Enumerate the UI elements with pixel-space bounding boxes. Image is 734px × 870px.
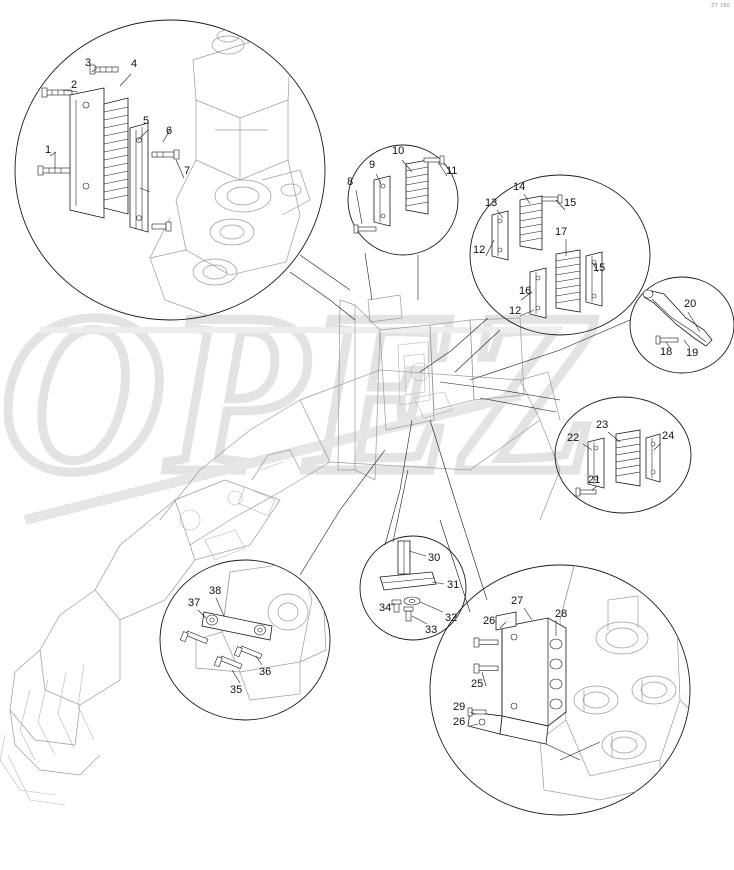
callout-17: 17 bbox=[555, 226, 568, 238]
part-35-bolt bbox=[213, 655, 243, 669]
part-28-bracket bbox=[467, 617, 567, 745]
watermark: OPEZ bbox=[0, 261, 605, 525]
callout-27: 27 bbox=[511, 595, 524, 607]
callout-36: 36 bbox=[259, 666, 272, 678]
bubble-bracket-big bbox=[429, 564, 691, 816]
bubble-small-center bbox=[347, 144, 459, 256]
part-31-plate bbox=[379, 571, 437, 591]
callout-7: 7 bbox=[184, 165, 191, 177]
part-38-link-bar bbox=[201, 611, 273, 641]
callout-26-upper: 26 bbox=[483, 615, 496, 627]
callout-34: 34 bbox=[379, 602, 392, 614]
part-32-washer bbox=[403, 596, 421, 606]
part-30-post bbox=[397, 540, 411, 575]
callout-28: 28 bbox=[555, 608, 568, 620]
part-5-ribbed-block bbox=[103, 97, 129, 215]
callout-21: 21 bbox=[588, 474, 601, 486]
part-34-bolt bbox=[391, 599, 402, 613]
callout-1: 1 bbox=[45, 144, 52, 156]
part-36-bolt bbox=[233, 645, 263, 659]
callout-35: 35 bbox=[230, 684, 243, 696]
callout-37: 37 bbox=[188, 597, 201, 609]
leader-lines bbox=[289, 252, 631, 613]
part-21-bolt bbox=[575, 487, 597, 497]
callout-32: 32 bbox=[445, 612, 458, 624]
callout-15-upper: 15 bbox=[564, 197, 577, 209]
part-4-plate bbox=[69, 87, 105, 219]
callout-18: 18 bbox=[660, 346, 673, 358]
part-13-plate bbox=[491, 210, 509, 261]
part-7-bolt bbox=[151, 149, 180, 232]
machine-ghost-outline bbox=[0, 294, 561, 806]
part-20-bent-tube bbox=[642, 289, 713, 347]
part-33-bolt bbox=[403, 606, 414, 622]
callout-4: 4 bbox=[131, 58, 138, 70]
callout-12-upper: 12 bbox=[473, 244, 486, 256]
callout-9: 9 bbox=[369, 159, 376, 171]
callout-6: 6 bbox=[166, 125, 173, 137]
callout-13: 13 bbox=[485, 197, 498, 209]
callout-19: 19 bbox=[686, 347, 699, 359]
callout-2: 2 bbox=[71, 79, 78, 91]
part-26-bolt-upper bbox=[473, 637, 499, 648]
part-22-plate bbox=[587, 437, 605, 489]
callout-26-lower: 26 bbox=[453, 716, 466, 728]
part-16-plate bbox=[529, 267, 547, 319]
callout-23: 23 bbox=[596, 419, 609, 431]
part-15-bolt-upper bbox=[541, 194, 563, 204]
part-14-ribbed-block bbox=[519, 195, 543, 251]
part-6-plate bbox=[129, 122, 149, 233]
callout-11: 11 bbox=[446, 165, 458, 177]
callout-14: 14 bbox=[513, 181, 526, 193]
part-3-bolt bbox=[89, 64, 119, 75]
callout-24: 24 bbox=[662, 430, 675, 442]
callout-30: 30 bbox=[428, 552, 441, 564]
callout-22: 22 bbox=[567, 432, 580, 444]
callout-20: 20 bbox=[684, 298, 697, 310]
callout-33: 33 bbox=[425, 624, 438, 636]
bubble-mid-right bbox=[469, 174, 651, 336]
callout-8: 8 bbox=[347, 176, 354, 188]
callout-16: 16 bbox=[519, 285, 532, 297]
part-27-plate bbox=[495, 611, 517, 631]
bubble-arm-link bbox=[159, 559, 331, 721]
part-23-ribbed-block bbox=[615, 429, 641, 487]
sheet-corner-mark: ZT 280 bbox=[711, 3, 730, 9]
part-10-ribbed-block bbox=[405, 159, 429, 215]
part-37-bolt bbox=[179, 630, 209, 644]
callout-10: 10 bbox=[392, 145, 405, 157]
bubble-lower-right bbox=[554, 396, 692, 514]
callout-15-lower: 15 bbox=[593, 262, 606, 274]
bubble-bracket bbox=[359, 535, 467, 641]
callout-5: 5 bbox=[143, 115, 150, 127]
bubble-far-right bbox=[629, 276, 734, 374]
part-24-plate bbox=[645, 433, 661, 483]
callout-38: 38 bbox=[209, 585, 222, 597]
part-11-bolt bbox=[423, 155, 445, 165]
part-15-plate-right bbox=[585, 251, 603, 307]
callout-25: 25 bbox=[471, 678, 484, 690]
callout-12-lower: 12 bbox=[509, 305, 522, 317]
part-8-bolt bbox=[353, 224, 377, 234]
part-25-bolt bbox=[473, 663, 499, 674]
callout-3: 3 bbox=[85, 57, 92, 69]
part-17-ribbed-block bbox=[555, 249, 581, 313]
part-2-bolt bbox=[41, 87, 73, 98]
part-19-bolt bbox=[655, 335, 679, 345]
callout-31: 31 bbox=[447, 579, 460, 591]
part-9-plate bbox=[373, 175, 391, 227]
callout-ticks bbox=[49, 151, 57, 157]
callout-29: 29 bbox=[453, 701, 466, 713]
bubble-upper-left bbox=[14, 19, 326, 321]
